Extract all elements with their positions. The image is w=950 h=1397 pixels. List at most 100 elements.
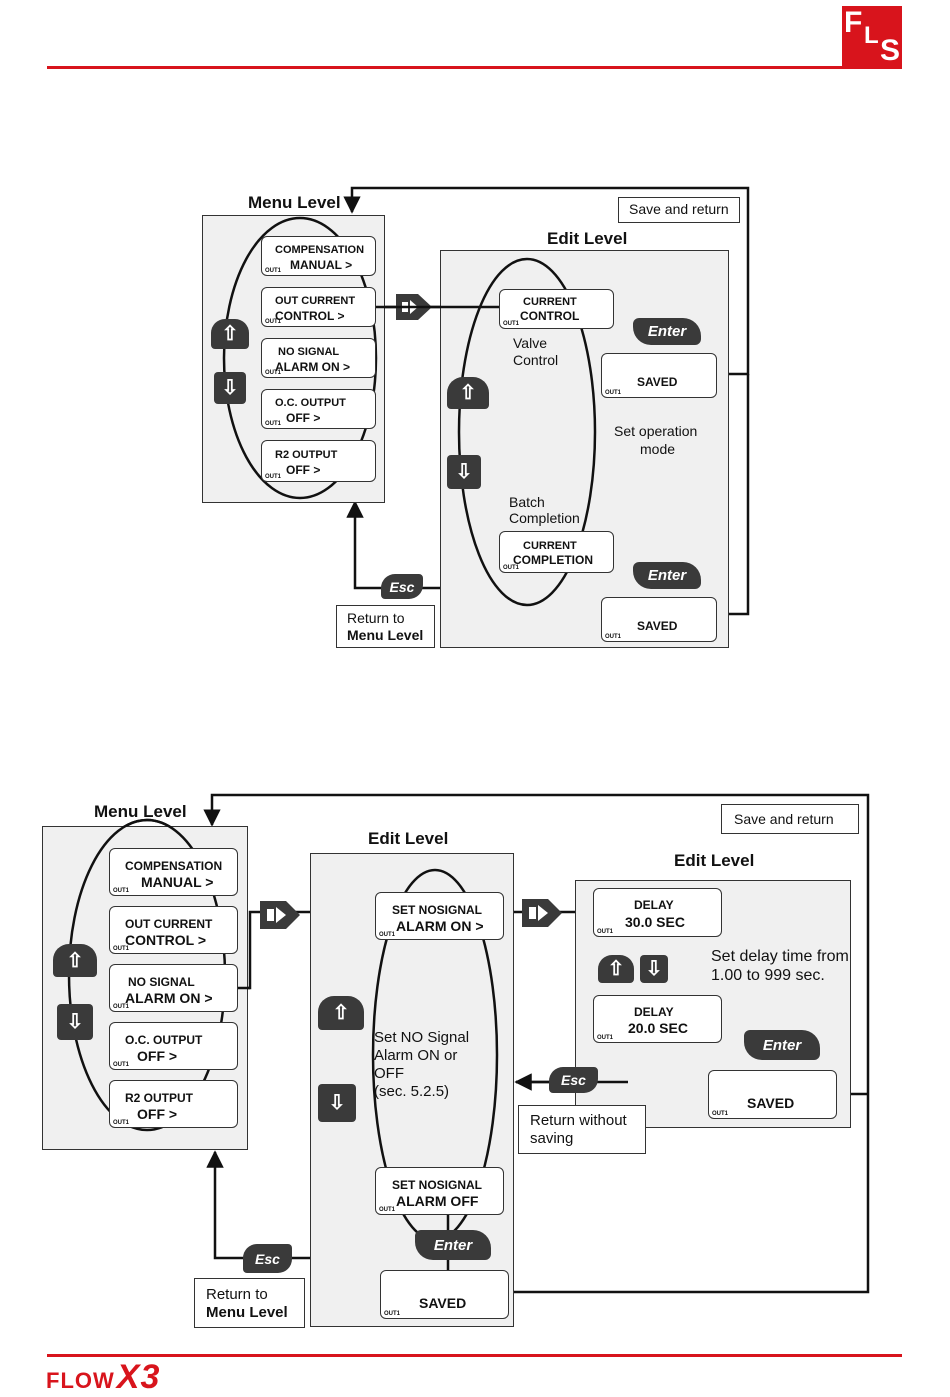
d2-edit-up-arrow-key[interactable]: ⇧ <box>318 996 364 1030</box>
d2-edit2-esc-key[interactable]: Esc <box>549 1067 598 1093</box>
d1-return-note: Return to Menu Level <box>336 605 435 648</box>
return-to-text: Return to <box>347 610 405 626</box>
d1-batch-label: Batch <box>509 494 545 510</box>
d2-delay-20[interactable]: DELAY 20.0 SEC OUT1 <box>593 995 722 1043</box>
d2-menu-item-oc-output[interactable]: O.C. OUTPUT OFF > OUT1 <box>109 1022 238 1070</box>
lcd-line1: CURRENT <box>523 540 577 552</box>
up-arrow-icon: ⇧ <box>66 949 84 972</box>
d1-menu-item-no-signal[interactable]: NO SIGNAL ALARM ON > OUT1 <box>261 338 376 378</box>
d1-menu-item-r2-output[interactable]: R2 OUTPUT OFF > OUT1 <box>261 440 376 482</box>
out1-tag: OUT1 <box>113 1004 130 1010</box>
lcd-line2: OFF > <box>286 411 321 425</box>
lcd-line1: NO SIGNAL <box>278 346 340 358</box>
out1-tag: OUT1 <box>379 932 396 938</box>
d1-menu-item-oc-output[interactable]: O.C. OUTPUT OFF > OUT1 <box>261 389 376 429</box>
d2-return-without-saving-note: Return without saving <box>518 1105 646 1154</box>
menu-level-text: Menu Level <box>206 1304 288 1321</box>
d2-delay-30[interactable]: DELAY 30.0 SEC OUT1 <box>593 888 722 937</box>
d2-set-no-signal-line1: Set NO Signal <box>374 1029 470 1046</box>
lcd-line2: COMPLETION <box>513 553 593 567</box>
lcd-line2: ALARM OFF <box>396 1193 479 1209</box>
out1-tag: OUT1 <box>712 1111 729 1117</box>
return-to-text: Return to <box>206 1286 268 1303</box>
d1-menu-item-compensation[interactable]: COMPENSATION MANUAL > OUT1 <box>261 236 376 276</box>
lcd-line1: DELAY <box>634 898 674 912</box>
lcd-saved-text: SAVED <box>637 619 678 633</box>
d2-down-arrow-key[interactable]: ⇩ <box>57 1004 93 1040</box>
lcd-line2: 20.0 SEC <box>628 1020 688 1036</box>
d2-edit2-up-arrow-key[interactable]: ⇧ <box>598 955 634 983</box>
d1-saved-bottom: SAVED OUT1 <box>601 597 717 642</box>
d1-edit-up-arrow-key[interactable]: ⇧ <box>447 377 489 409</box>
d2-menu-item-compensation[interactable]: COMPENSATION MANUAL > OUT1 <box>109 848 238 896</box>
d2-up-arrow-key[interactable]: ⇧ <box>53 944 97 977</box>
lcd-line2: ALARM ON > <box>125 990 213 1006</box>
d2-save-and-return-note: Save and return <box>721 804 859 834</box>
d1-enter-key-top[interactable]: Enter <box>633 318 701 345</box>
logo-letter-l: L <box>864 22 879 49</box>
out1-tag: OUT1 <box>605 390 622 396</box>
d2-esc-key[interactable]: Esc <box>243 1244 292 1273</box>
d1-mode-label: mode <box>640 441 676 457</box>
d1-menu-item-out-current[interactable]: OUT CURRENT CONTROL > OUT1 <box>261 287 376 327</box>
out1-tag: OUT1 <box>265 421 282 427</box>
d1-up-arrow-key[interactable]: ⇧ <box>211 319 249 349</box>
d2-edit-down-arrow-key[interactable]: ⇩ <box>318 1084 356 1122</box>
d2-edit2-down-arrow-key[interactable]: ⇩ <box>640 955 668 983</box>
lcd-line1: SET NOSIGNAL <box>392 1178 483 1192</box>
d2-menu-level-title: Menu Level <box>94 802 187 821</box>
out1-tag: OUT1 <box>113 888 130 894</box>
return-without-text: Return without <box>530 1112 627 1129</box>
out1-tag: OUT1 <box>503 565 520 571</box>
lcd-line1: NO SIGNAL <box>128 975 195 989</box>
d1-set-operation-label: Set operation <box>614 423 698 439</box>
down-arrow-icon: ⇩ <box>455 461 473 483</box>
d2-edit-set-nosignal-off[interactable]: SET NOSIGNAL ALARM OFF OUT1 <box>375 1167 504 1215</box>
lcd-line1: O.C. OUTPUT <box>125 1033 203 1047</box>
header-rule <box>47 66 902 69</box>
out1-tag: OUT1 <box>113 946 130 952</box>
brand-suffix: X3 <box>116 1358 161 1396</box>
d2-menu-item-out-current[interactable]: OUT CURRENT CONTROL > OUT1 <box>109 906 238 954</box>
d2-enter-key[interactable]: Enter <box>415 1230 491 1260</box>
out1-tag: OUT1 <box>379 1207 396 1213</box>
menu-level-text: Menu Level <box>347 627 424 643</box>
d2-menu-item-no-signal[interactable]: NO SIGNAL ALARM ON > OUT1 <box>109 964 238 1012</box>
lcd-line1: COMPENSATION <box>275 244 365 256</box>
d2-edit-level-title: Edit Level <box>368 829 449 848</box>
d1-down-arrow-key[interactable]: ⇩ <box>214 372 246 404</box>
out1-tag: OUT1 <box>503 321 520 327</box>
down-arrow-icon: ⇩ <box>328 1092 346 1114</box>
d1-saved-top: SAVED OUT1 <box>601 353 717 398</box>
d1-enter-key-bottom[interactable]: Enter <box>633 562 701 589</box>
d2-set-no-signal-line2: Alarm ON or <box>374 1047 458 1064</box>
d2-saved-delay: SAVED OUT1 <box>708 1070 837 1119</box>
lcd-line2: 30.0 SEC <box>625 914 685 930</box>
lcd-line2: MANUAL > <box>290 258 353 272</box>
d2-edit2-enter-key[interactable]: Enter <box>744 1030 820 1060</box>
lcd-line1: R2 OUTPUT <box>275 449 338 461</box>
out1-tag: OUT1 <box>605 634 622 640</box>
lcd-line1: COMPENSATION <box>125 859 223 873</box>
d2-set-no-signal-line4: (sec. 5.2.5) <box>374 1083 450 1100</box>
lcd-line1: R2 OUTPUT <box>125 1091 194 1105</box>
saving-text: saving <box>530 1130 574 1147</box>
d1-edit-current-completion[interactable]: CURRENT COMPLETION OUT1 <box>499 531 614 573</box>
d2-set-no-signal-line3: OFF <box>374 1065 404 1082</box>
d2-edit-set-nosignal-on[interactable]: SET NOSIGNAL ALARM ON > OUT1 <box>375 892 504 940</box>
d1-esc-key[interactable]: Esc <box>381 574 423 599</box>
d1-edit-down-arrow-key[interactable]: ⇩ <box>447 455 481 489</box>
d2-set-delay-line1: Set delay time from <box>711 948 849 965</box>
out1-tag: OUT1 <box>265 319 282 325</box>
d1-edit-current-control[interactable]: CURRENT CONTROL OUT1 <box>499 289 614 329</box>
lcd-line2: ALARM ON > <box>396 918 484 934</box>
lcd-line2: OFF > <box>137 1106 178 1122</box>
lcd-line1: SET NOSIGNAL <box>392 903 483 917</box>
d1-save-and-return-note: Save and return <box>618 197 740 223</box>
down-arrow-icon: ⇩ <box>645 958 663 980</box>
d2-menu-item-r2-output[interactable]: R2 OUTPUT OFF > OUT1 <box>109 1080 238 1128</box>
logo-letter-s: S <box>880 34 901 67</box>
up-arrow-icon: ⇧ <box>332 1002 350 1024</box>
d1-menu-level-title: Menu Level <box>248 193 341 212</box>
